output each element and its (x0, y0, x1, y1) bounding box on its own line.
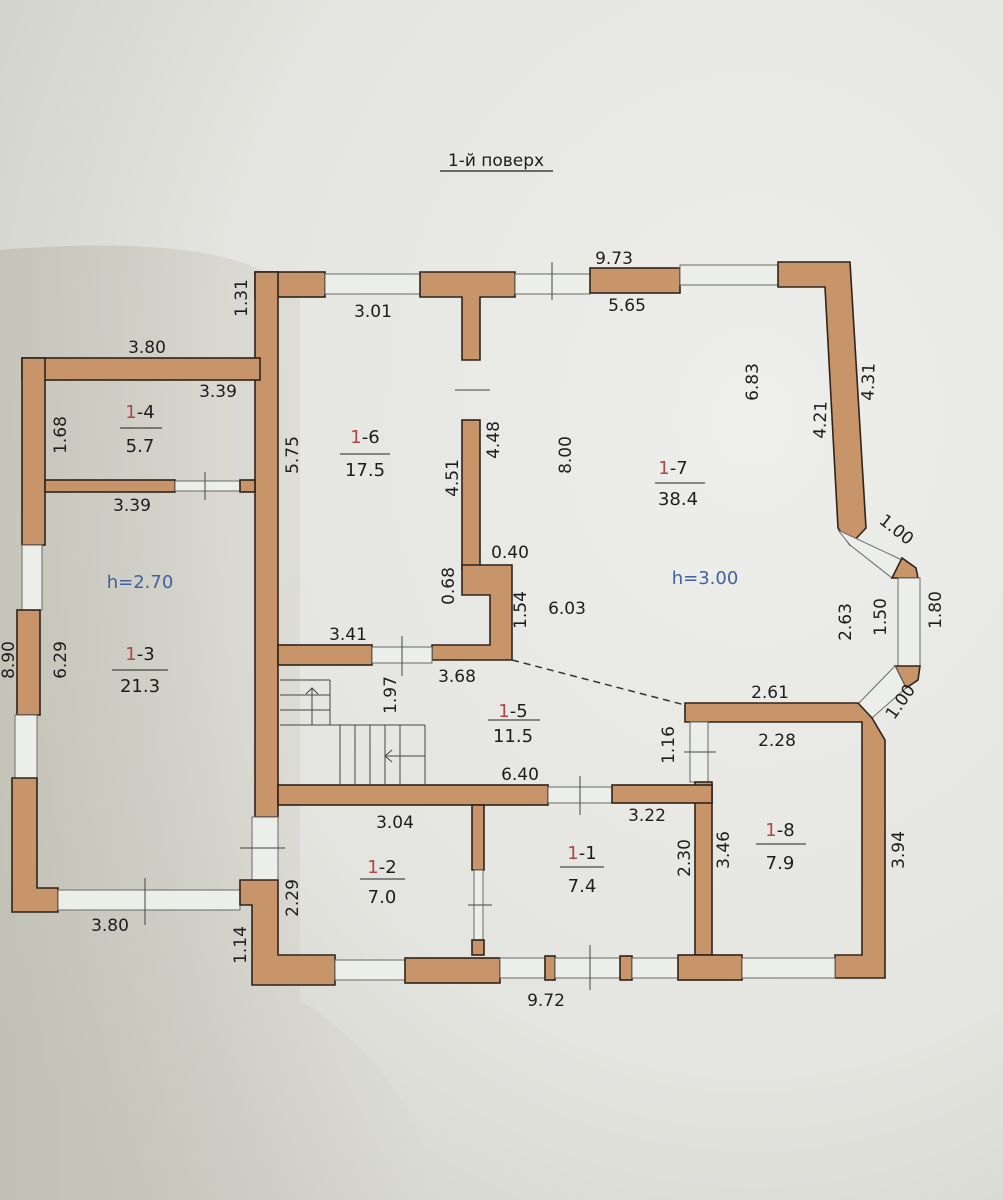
dimension: 3.46 (714, 831, 734, 869)
dimension: 5.65 (608, 296, 646, 316)
dimension: 3.01 (354, 302, 392, 322)
dimension: 3.41 (329, 625, 367, 645)
dimension: 3.04 (376, 813, 414, 833)
dimension: 3.39 (113, 496, 151, 516)
dimensions: 9.73 3.01 5.65 1.31 3.80 3.39 1.68 5.75 … (0, 249, 946, 1011)
dimension: 8.90 (0, 641, 19, 679)
dimension: 3.80 (91, 916, 129, 936)
room-1-1-area: 7.4 (568, 876, 597, 897)
room-1-1-number: 1-1 (567, 843, 596, 864)
dimension: 6.29 (51, 641, 71, 679)
dimension: 0.68 (439, 567, 459, 605)
room-1-3-area: 21.3 (120, 676, 160, 697)
plan-title: 1-й поверх (448, 151, 544, 171)
dimension: 4.51 (443, 459, 463, 497)
room-1-5-number: 1-5 (498, 701, 527, 722)
room-1-7-area: 38.4 (658, 489, 698, 510)
room-1-8-area: 7.9 (766, 853, 795, 874)
height-label-left: h=2.70 (107, 572, 174, 593)
dimension: 4.21 (810, 401, 831, 440)
dimension: 5.75 (283, 436, 303, 474)
dimension: 2.29 (283, 879, 303, 917)
room-1-5-area: 11.5 (493, 726, 533, 747)
dimension: 2.30 (675, 839, 695, 877)
dimension: 6.40 (501, 765, 539, 785)
dimension: 1.16 (659, 726, 679, 764)
room-1-6-area: 17.5 (345, 460, 385, 481)
dimension: 3.94 (889, 831, 909, 869)
room-1-4-number: 1-4 (125, 402, 154, 423)
dimension: 1.80 (926, 591, 946, 629)
dimension: 3.22 (628, 806, 666, 826)
room-1-7-number: 1-7 (658, 458, 687, 479)
dimension: 2.61 (751, 683, 789, 703)
dimension: 4.31 (858, 363, 879, 402)
room-1-4-area: 5.7 (126, 436, 155, 457)
dimension: 6.83 (743, 363, 763, 401)
dimension: 3.68 (438, 667, 476, 687)
room-1-8-number: 1-8 (765, 820, 794, 841)
dimension: 1.54 (511, 591, 531, 629)
dimension: 1.68 (51, 416, 71, 454)
walls (11, 261, 921, 986)
dimension: 3.80 (128, 338, 166, 358)
dimension: 8.00 (556, 436, 576, 474)
dimension: 9.72 (527, 991, 565, 1011)
room-labels: 1-4 5.7 1-6 17.5 1-7 38.4 1-3 21.3 1-5 1… (107, 402, 806, 908)
dimension: 1.31 (232, 279, 252, 317)
height-label-main: h=3.00 (672, 568, 739, 589)
door-swings-and-lines (144, 262, 716, 990)
room-1-6-number: 1-6 (350, 427, 379, 448)
room-1-3-number: 1-3 (125, 644, 154, 665)
dimension: 1.14 (231, 926, 251, 964)
dimension: 0.40 (491, 543, 529, 563)
dimension: 4.48 (484, 421, 504, 459)
dimension: 2.63 (836, 603, 856, 641)
dimension: 1.97 (381, 676, 401, 714)
dimension: 2.28 (758, 731, 796, 751)
dimension: 1.50 (871, 598, 891, 636)
room-1-2-area: 7.0 (368, 887, 397, 908)
dimension: 6.03 (548, 599, 586, 619)
room-1-2-number: 1-2 (367, 857, 396, 878)
staircase (280, 679, 426, 785)
dimension: 3.39 (199, 382, 237, 402)
dimension: 9.73 (595, 249, 633, 269)
